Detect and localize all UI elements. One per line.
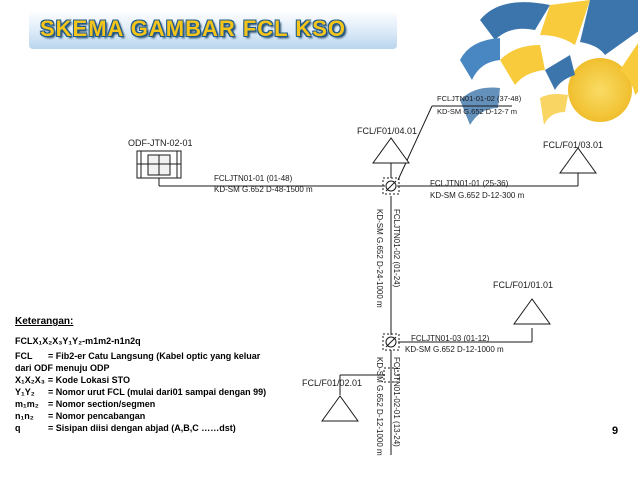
node-lower-left-label: FCL/F01/02.01 [302,378,362,388]
cable-down-spec: KD-SM G.652 D-24-1000 m [375,209,384,308]
legend-definition: = Sisipan diisi dengan abjad (A,B,C ……ds… [48,423,236,433]
cable-right-spec: KD-SM G.652 D-12-300 m [430,191,525,200]
legend-definition: = Nomor section/segmen [48,399,156,409]
cable-top-name: FCLJTN01-01-02 (37-48) [437,94,522,103]
cable-right-name: FCLJTN01-01 (25-36) [430,179,509,188]
odf-label: ODF-JTN-02-01 [128,138,193,148]
legend-item: FCL = Fib2-er Catu Langsung (Kabel optic… [15,350,315,362]
legend-definition: = Nomor pencabangan [48,411,146,421]
cable-main-name: FCLJTN01-01 (01-48) [214,174,293,183]
cable-top-spec: KD-SM G.652 D-12-7 m [437,107,517,116]
splice-closure-2 [382,333,400,351]
cable-lower-right-spec: KD-SM G.652 D-12-1000 m [405,345,504,354]
legend-definition: = Kode Lokasi STO [47,375,131,385]
legend-term: Y₁Y₂ [15,387,35,397]
odp-node-right-icon [559,147,597,174]
slide-title: SKEMA GAMBAR FCL KSO [40,16,346,41]
splice-closure-1 [382,172,400,195]
legend-item: q = Sisipan diisi dengan abjad (A,B,C ……… [15,422,315,434]
odp-node-top-icon [372,137,410,164]
legend-item: X₁X₂X₃ = Kode Lokasi STO [15,374,315,386]
legend-term: q [15,423,21,433]
legend-definition-continued: dari ODF menuju ODP [15,363,110,373]
cable-down-name: FCLJTN01-02 (01-24) [392,209,401,288]
odp-node-lower-left-icon [321,395,359,422]
cable-lower-down-spec: KD-SM G.652 D-12-1000 m [375,357,384,456]
legend-definition: = Fib2-er Catu Langsung (Kabel optic yan… [48,351,261,361]
legend-item: m₁m₂ = Nomor section/segmen [15,398,315,410]
legend-term: n₁n₂ [15,411,34,421]
node-top-label: FCL/F01/04.01 [357,126,417,136]
legend-formula: FCLX₁X₂X₃Y₁Y₂-m1m2-n1n2q [15,336,141,346]
legend-definition: = Nomor urut FCL (mulai dari01 sampai de… [48,387,267,397]
title-banner [29,11,397,49]
legend-term: X₁X₂X₃ [15,375,45,385]
cable-main-spec: KD-SM G.652 D-48-1500 m [214,185,313,194]
splice-closure-3 [383,362,399,383]
legend-term: m₁m₂ [15,399,39,409]
cable-lower-right-name: FCLJTN01-03 (01-12) [411,334,490,343]
legend-panel: Keterangan: FCLX₁X₂X₃Y₁Y₂-m1m2-n1n2q FCL… [15,316,315,434]
legend-item: n₁n₂ = Nomor pencabangan [15,410,315,422]
legend-term: FCL [15,351,33,361]
legend-heading: Keterangan: [15,316,74,327]
node-right-label: FCL/F01/03.01 [543,140,603,150]
legend-item: Y₁Y₂ = Nomor urut FCL (mulai dari01 samp… [15,386,315,398]
cable-lower-down-name: FCLJTN01-02-01 (13-24) [392,357,401,447]
page-number: 9 [612,425,619,437]
odp-node-lower-right-icon [513,298,551,325]
node-lower-right-label: FCL/F01/01.01 [493,280,553,290]
